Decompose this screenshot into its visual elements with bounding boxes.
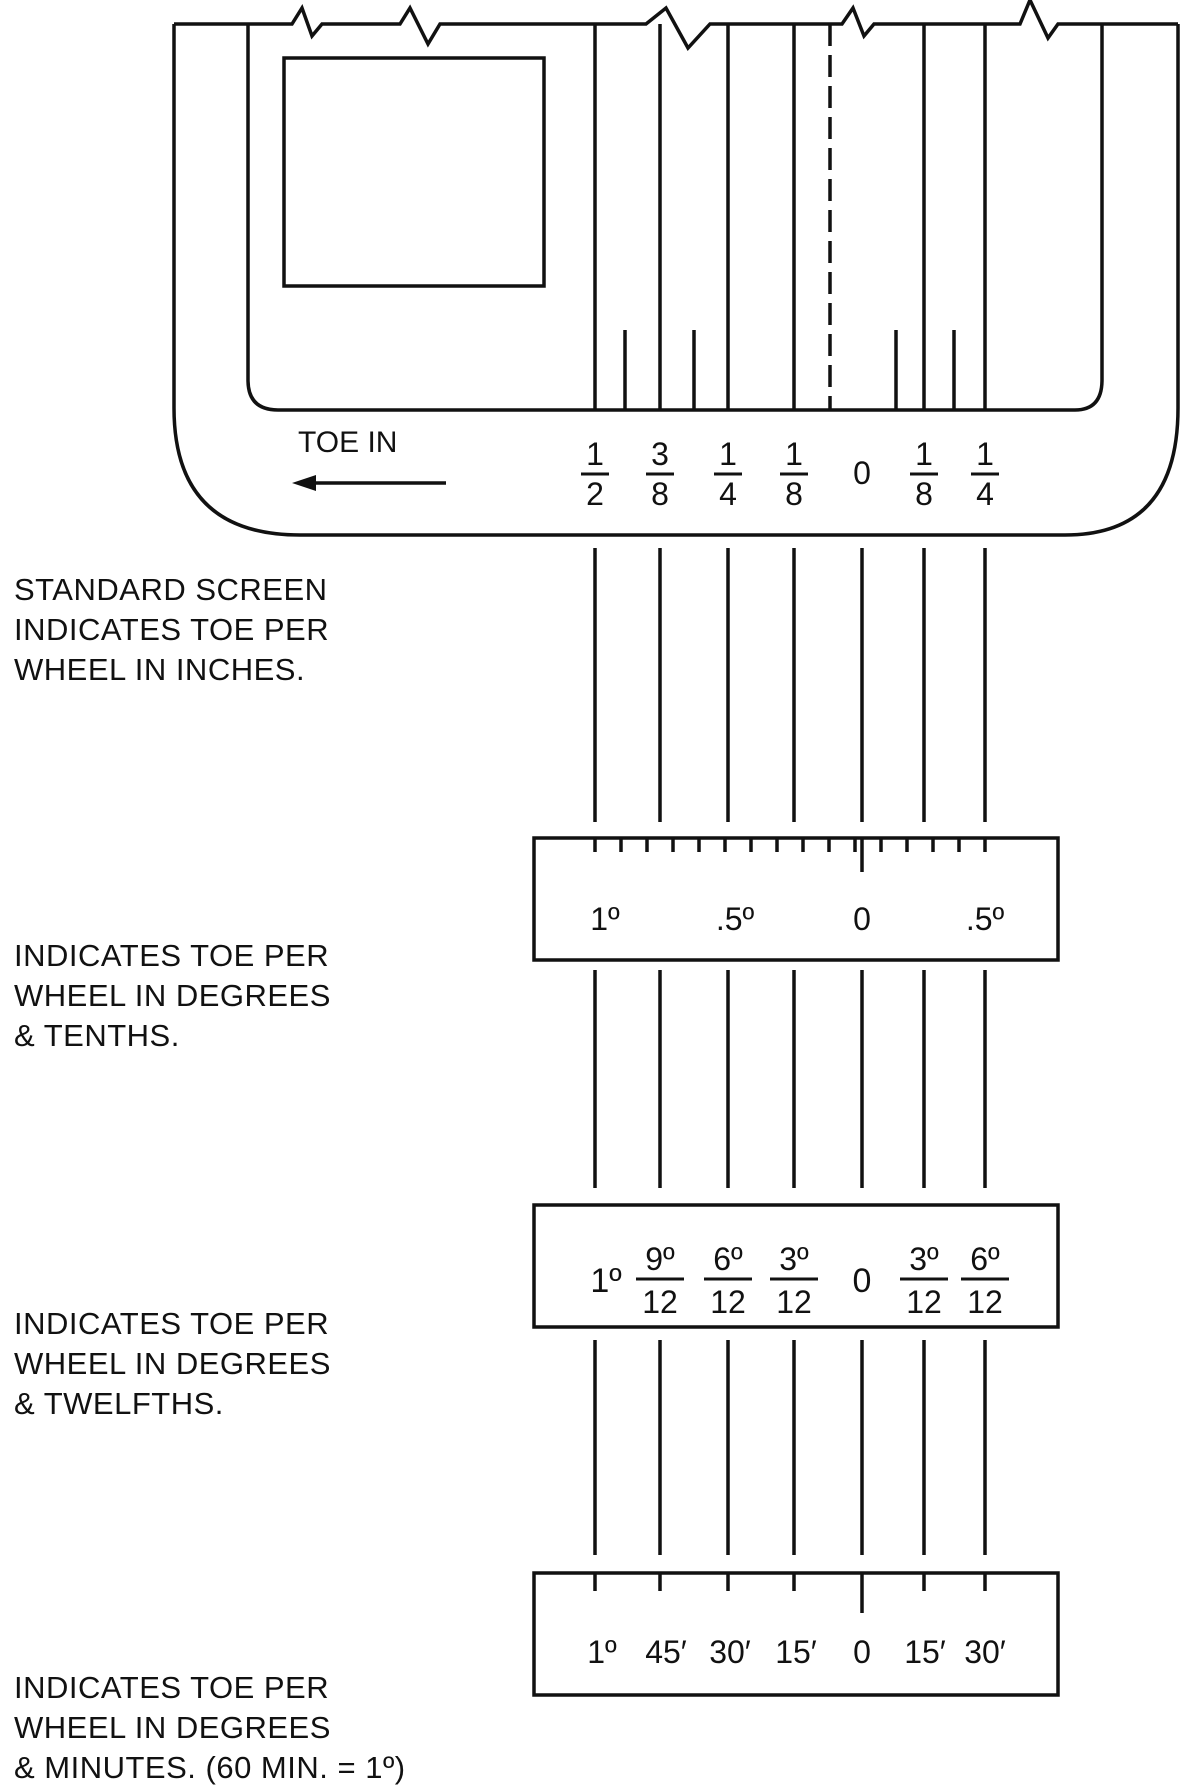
minutes-scale-label: 1º: [587, 1634, 617, 1670]
twelfths-scale-box: [532, 1203, 1060, 1329]
minutes-scale-box: [532, 1571, 1060, 1697]
tenths-scale-description: INDICATES TOE PER WHEEL IN DEGREES & TEN…: [14, 936, 331, 1056]
description-line: INDICATES TOE PER: [14, 1670, 330, 1705]
toe-in-arrowhead: [292, 475, 316, 491]
description-line: INDICATES TOE PER: [14, 938, 330, 973]
tenths-scale-label: 1º: [590, 901, 620, 937]
screen-outer-frame: [172, 24, 1180, 537]
description-line: INDICATES TOE PER: [14, 612, 330, 647]
twelfths-fraction-numerator: 3º: [779, 1241, 809, 1277]
screen-fraction-labels: 1 2 3 8 1 4 1 8 0 1 8 1 4: [581, 436, 999, 512]
twelfths-zero-label: 0: [853, 1262, 872, 1300]
twelfths-fraction-denominator: 12: [710, 1284, 746, 1320]
screen-fraction-numerator: 3: [651, 436, 669, 472]
minutes-scale-label: 15′: [904, 1634, 946, 1670]
description-line: WHEEL IN INCHES.: [14, 652, 306, 687]
tenths-scale-label: .5º: [716, 901, 755, 937]
screen-fraction-denominator: 8: [785, 476, 803, 512]
minutes-scale-ticks: [593, 1573, 987, 1613]
screen-fraction-numerator: 1: [719, 436, 737, 472]
scale-connector-lines: [593, 548, 987, 1555]
tenths-scale-label: 0: [853, 901, 871, 937]
screen-fraction-denominator: 2: [586, 476, 604, 512]
tenths-scale-label: .5º: [966, 901, 1005, 937]
tenths-scale-box: [532, 836, 1060, 962]
screen-scale-lines: [593, 24, 987, 410]
description-line: STANDARD SCREEN: [14, 572, 328, 607]
screen-broken-top-edge: [174, 0, 1178, 51]
twelfths-scale-labels: 1º 9º 12 6º 12 3º 12 0 3º 12 6º 12: [590, 1241, 1009, 1320]
screen-fraction-numerator: 1: [785, 436, 803, 472]
screen-fraction-numerator: 1: [915, 436, 933, 472]
tenths-scale-ticks: [593, 838, 987, 872]
twelfths-fraction-numerator: 9º: [645, 1241, 675, 1277]
screen-fraction-numerator: 1: [586, 436, 604, 472]
screen-window: [282, 56, 546, 288]
twelfths-fraction-denominator: 12: [906, 1284, 942, 1320]
minutes-scale-description: INDICATES TOE PER WHEEL IN DEGREES & MIN…: [14, 1668, 406, 1788]
twelfths-one-degree-label: 1º: [590, 1262, 621, 1300]
twelfths-fraction-numerator: 6º: [970, 1241, 1000, 1277]
screen-fraction-denominator: 8: [651, 476, 669, 512]
description-line: WHEEL IN DEGREES: [14, 1346, 331, 1381]
standard-screen-description: STANDARD SCREEN INDICATES TOE PER WHEEL …: [14, 570, 329, 690]
description-line: & MINUTES. (60 MIN. = 1º): [14, 1750, 406, 1785]
screen-fraction-denominator: 8: [915, 476, 933, 512]
twelfths-scale-description: INDICATES TOE PER WHEEL IN DEGREES & TWE…: [14, 1304, 331, 1424]
twelfths-fraction-denominator: 12: [642, 1284, 678, 1320]
screen-fraction-numerator: 1: [976, 436, 994, 472]
screen-fraction-denominator: 4: [976, 476, 994, 512]
minutes-scale-labels: 1º 45′ 30′ 15′ 0 15′ 30′: [587, 1634, 1006, 1670]
twelfths-fraction-numerator: 3º: [909, 1241, 939, 1277]
description-line: WHEEL IN DEGREES: [14, 978, 331, 1013]
description-line: WHEEL IN DEGREES: [14, 1710, 331, 1745]
minutes-scale-label: 15′: [775, 1634, 817, 1670]
toe-in-label: TOE IN: [298, 426, 397, 459]
minutes-scale-label: 0: [853, 1634, 871, 1670]
description-line: & TENTHS.: [14, 1018, 180, 1053]
twelfths-fraction-denominator: 12: [776, 1284, 812, 1320]
screen-inner-frame: [246, 24, 1104, 412]
twelfths-fraction-denominator: 12: [967, 1284, 1003, 1320]
description-line: & TWELFTHS.: [14, 1386, 224, 1421]
tenths-scale-labels: 1º .5º 0 .5º: [590, 901, 1004, 937]
minutes-scale-label: 30′: [709, 1634, 751, 1670]
minutes-scale-label: 30′: [964, 1634, 1006, 1670]
screen-zero-label: 0: [853, 455, 871, 491]
twelfths-fraction-numerator: 6º: [713, 1241, 743, 1277]
screen-fraction-denominator: 4: [719, 476, 737, 512]
description-line: INDICATES TOE PER: [14, 1306, 330, 1341]
minutes-scale-label: 45′: [645, 1634, 687, 1670]
